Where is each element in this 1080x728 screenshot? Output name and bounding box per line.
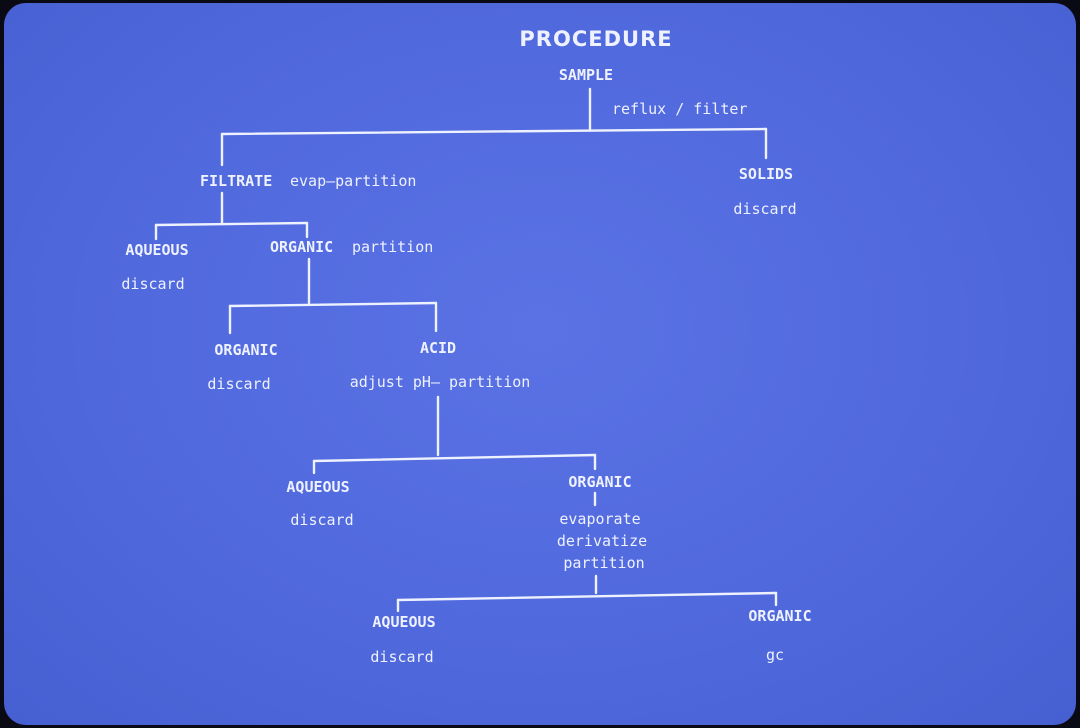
connector-sample-bar [220,127,768,136]
node-sample-label: SAMPLE [558,66,614,84]
node-aqueous2-fate: discard [290,511,354,529]
node-organic4-label: ORGANIC [748,607,812,625]
connector-filtrate-bar [154,221,309,227]
node-filtrate-label: FILTRATE [200,172,273,190]
node-aqueous1-fate: discard [121,275,185,293]
node-organic3-step-2: derivatize [556,532,648,550]
node-organic4-fate: gc [765,646,785,664]
node-organic2-fate: discard [207,375,271,393]
node-organic1-step: partition [352,238,434,256]
connector-acid-bar [312,453,597,463]
node-organic3-step-1: evaporate [559,510,641,528]
node-filtrate-step: evap—partition [290,172,417,190]
node-aqueous1-label: AQUEOUS [125,241,189,259]
slide-frame: PROCEDURE SAMPLE reflux / filter FILTRAT… [4,3,1076,725]
node-aqueous3-label: AQUEOUS [372,613,436,631]
node-acid-step: adjust pH— partition [349,373,531,391]
node-sample-step: reflux / filter [612,100,748,118]
diagram-title: PROCEDURE [519,27,673,51]
connector-organic1-bar [228,301,438,308]
flowchart-connectors [154,87,778,613]
node-organic2-label: ORGANIC [214,341,278,359]
node-solids-label: SOLIDS [738,165,794,183]
node-aqueous2-label: AQUEOUS [286,478,350,496]
connector-final-bar [396,591,778,602]
node-aqueous3-fate: discard [370,648,434,666]
node-organic1-label: ORGANIC [270,238,334,256]
node-solids-fate: discard [733,200,797,218]
node-organic3-step-3: partition [563,554,645,572]
node-organic3-label: ORGANIC [568,473,632,491]
node-acid-label: ACID [419,339,457,357]
